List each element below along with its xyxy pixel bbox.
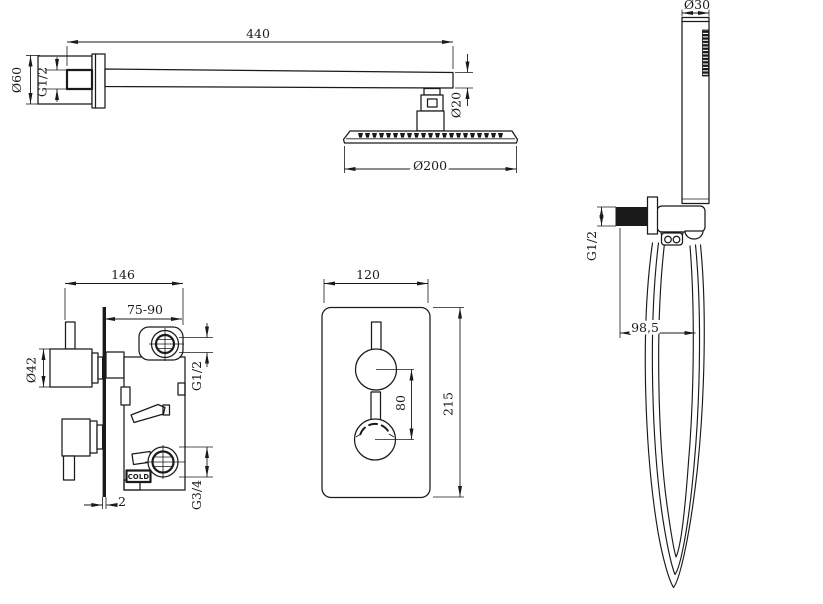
dim-bottom-port-thread: G3/4 (179, 446, 213, 510)
dim-handle-spacing: 80 (375, 369, 414, 440)
arm-inlet-stub (65, 68, 94, 91)
dim-arm-inlet-thread-label: G1/2 (35, 67, 50, 97)
wand-spray-face (702, 29, 709, 77)
hose-bump-right (684, 230, 704, 240)
arm-connector-top (423, 87, 441, 96)
dim-bottom-port-thread-label: G3/4 (189, 480, 204, 510)
dim-handle-diameter: Ø42 (24, 348, 51, 388)
dim-flange-diameter-label: Ø60 (9, 67, 24, 93)
arm-head-nut (416, 110, 445, 132)
head-nozzles (357, 132, 505, 139)
lower-handle-lever (62, 455, 76, 481)
top-port (149, 328, 184, 361)
dim-arm-tube-diameter: Ø20 (449, 54, 473, 118)
dim-plate-height: 215 (433, 307, 464, 498)
cold-marker: COLD (125, 469, 152, 484)
arm-flange-plate (91, 53, 106, 109)
dim-plate-thickness-label: 2 (118, 494, 126, 509)
figure-shower-arm: 440 Ø60 G1/2 Ø20 Ø (9, 26, 519, 176)
lower-handle-body (61, 418, 91, 457)
dim-plate-width: 120 (323, 267, 429, 303)
figure-hand-shower: Ø30 G1/2 98.5 (584, 0, 710, 589)
arm-ball-joint (420, 94, 444, 112)
dim-arm-inlet-thread: G1/2 (35, 57, 66, 102)
temperature-indicator-arc (359, 422, 391, 436)
outlet-threaded-stub (615, 207, 648, 226)
dim-handle-diameter-label: Ø42 (24, 357, 39, 383)
dim-overall-depth: 146 (64, 267, 184, 325)
figure-valve-front: 120 215 80 (321, 267, 464, 499)
dim-outlet-thread: G1/2 (584, 206, 616, 261)
dim-arm-length-label: 440 (246, 26, 270, 41)
dim-wand-diameter-label: Ø30 (684, 0, 710, 12)
dim-plate-thickness: 2 (84, 494, 126, 509)
dim-install-depth: 75-90 (104, 302, 182, 321)
dim-top-port-thread: G1/2 (179, 323, 213, 391)
dim-flange-diameter: Ø60 (9, 55, 40, 105)
bottom-port (145, 445, 185, 479)
dim-arm-length: 440 (66, 26, 454, 69)
dim-bracket-offset: 98.5 (619, 228, 696, 338)
dim-plate-width-label: 120 (356, 267, 380, 282)
hand-shower-hose (644, 242, 705, 589)
upper-handle-body (49, 348, 93, 388)
outlet-flange (646, 196, 659, 235)
dim-handle-spacing-label: 80 (393, 395, 408, 411)
shower-arm-tube (104, 68, 454, 89)
dim-wand-diameter: Ø30 (681, 0, 710, 17)
front-upper-lever (370, 321, 382, 351)
dim-head-diameter-label: Ø200 (413, 158, 447, 173)
valve-wall-plate-edge (102, 307, 106, 497)
front-lower-lever (370, 391, 382, 421)
dim-arm-tube-diameter-label: Ø20 (449, 92, 464, 118)
dim-overall-depth-label: 146 (111, 267, 135, 282)
cold-label: COLD (128, 473, 150, 481)
upper-handle-lever (64, 321, 76, 350)
dim-top-port-thread-label: G1/2 (189, 361, 204, 391)
diverter-lever-side (130, 403, 166, 424)
dim-outlet-thread-label: G1/2 (584, 231, 599, 261)
hose-outlet-holder (656, 205, 706, 233)
dim-plate-height-label: 215 (441, 392, 456, 416)
dim-head-diameter: Ø200 (344, 146, 517, 176)
dim-install-depth-label: 75-90 (127, 302, 163, 317)
figure-valve-side: COLD 146 75-90 Ø42 G1/2 (24, 267, 213, 510)
dim-bracket-offset-label: 98.5 (631, 320, 659, 335)
